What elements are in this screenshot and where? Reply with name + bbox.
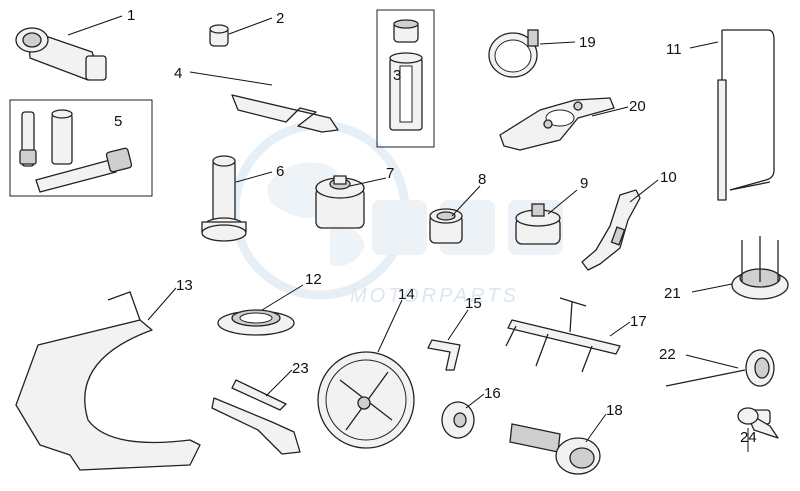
part-9-adapter bbox=[515, 203, 561, 245]
part-15-bracket bbox=[427, 339, 461, 371]
callout-7: 7 bbox=[386, 165, 394, 182]
callout-19: 19 bbox=[579, 34, 596, 51]
callout-23: 23 bbox=[292, 360, 309, 377]
callout-1: 1 bbox=[127, 7, 135, 24]
callout-5: 5 bbox=[114, 113, 122, 130]
part-16-flange bbox=[441, 401, 475, 439]
callout-11: 11 bbox=[666, 41, 682, 58]
part-12-ring-plate bbox=[217, 309, 295, 336]
part-3-puller bbox=[389, 19, 423, 131]
callout-18: 18 bbox=[606, 402, 623, 419]
callout-22: 22 bbox=[659, 346, 676, 363]
part-21-fixture bbox=[731, 236, 789, 300]
part-20-spanner bbox=[499, 97, 615, 151]
callout-20: 20 bbox=[629, 98, 646, 115]
part-6-pin-tool bbox=[201, 155, 247, 242]
callout-17: 17 bbox=[630, 313, 647, 330]
part-23-tongs bbox=[211, 379, 301, 455]
callout-9: 9 bbox=[580, 175, 588, 192]
callout-12: 12 bbox=[305, 271, 322, 288]
part-4-fork-plate bbox=[231, 94, 339, 133]
callout-4: 4 bbox=[174, 65, 182, 82]
part-7-bell-cup bbox=[315, 175, 365, 229]
callout-21: 21 bbox=[664, 285, 681, 302]
callout-6: 6 bbox=[276, 163, 284, 180]
part-2-bushing bbox=[209, 24, 229, 47]
callout-2: 2 bbox=[276, 10, 284, 27]
callout-14: 14 bbox=[398, 286, 415, 303]
callout-8: 8 bbox=[478, 171, 486, 188]
callout-15: 15 bbox=[465, 295, 482, 312]
callout-13: 13 bbox=[176, 277, 193, 294]
part-17-puller-bar bbox=[505, 297, 621, 373]
callout-10: 10 bbox=[660, 169, 677, 186]
part-10-holder-arm bbox=[581, 189, 641, 271]
part-11-c-clamp bbox=[717, 29, 775, 201]
callout-24: 24 bbox=[740, 429, 757, 446]
part-8-sleeve bbox=[429, 208, 463, 244]
part-18-handle bbox=[509, 423, 601, 475]
part-1-pin-wrench bbox=[15, 27, 107, 81]
part-24-sleeve-tool bbox=[737, 407, 779, 439]
part-13-arc-plate bbox=[15, 291, 201, 471]
part-22-rod bbox=[665, 349, 775, 387]
watermark-logo bbox=[230, 120, 563, 300]
part-5-drift-set bbox=[19, 109, 133, 193]
callout-16: 16 bbox=[484, 385, 501, 402]
watermark-text: MOTORPARTS bbox=[350, 285, 519, 307]
part-5-frame bbox=[9, 99, 153, 197]
callout-3: 3 bbox=[393, 67, 401, 84]
part-19-band bbox=[488, 29, 539, 78]
part-14-disc bbox=[317, 351, 415, 449]
part-3-frame bbox=[376, 9, 435, 148]
